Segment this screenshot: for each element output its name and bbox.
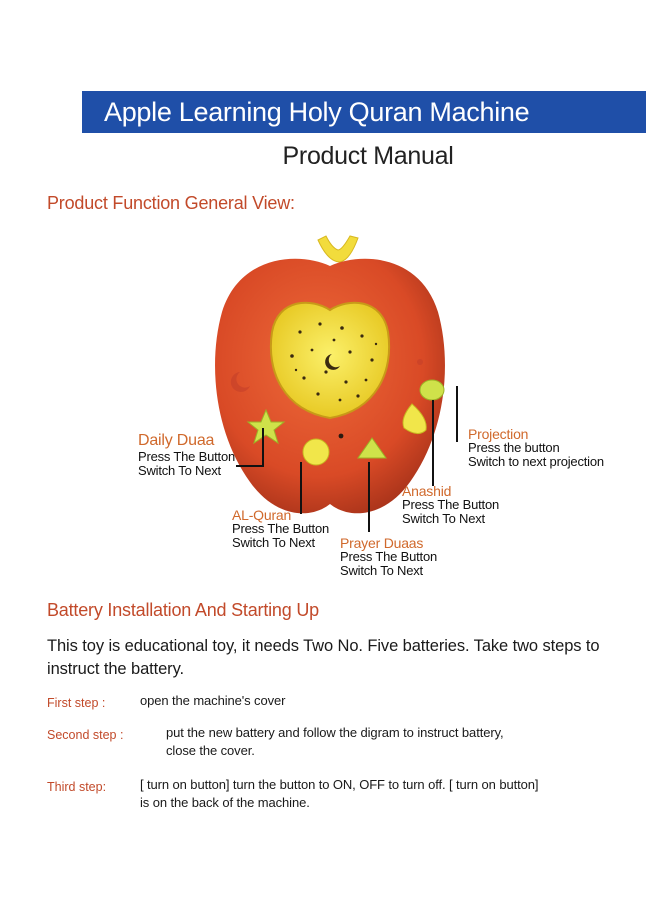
- apple-stem-icon: [317, 235, 359, 263]
- anashid-drop-button: [402, 403, 427, 434]
- leader-line-daily-duaa-h: [236, 465, 264, 467]
- step-line: put the new battery and follow the digra…: [166, 725, 504, 740]
- leader-line-projection: [456, 386, 458, 442]
- callout-line: Press the button: [468, 440, 560, 455]
- callout-line: Press The Button: [138, 449, 236, 464]
- title-banner: Apple Learning Holy Quran Machine: [82, 91, 646, 133]
- callout-line: Press The Button: [232, 521, 330, 536]
- callout-al-quran: AL-Quran Press The Button Switch To Next: [232, 508, 329, 550]
- step-text-third: [ turn on button] turn the button to ON,…: [140, 776, 538, 812]
- callout-title: Anashid: [402, 483, 452, 499]
- callout-line: Switch To Next: [340, 563, 423, 578]
- callout-title: Projection: [468, 426, 529, 442]
- al-quran-round-button: [302, 438, 330, 466]
- leader-line-al-quran: [300, 462, 302, 514]
- daily-duaa-star-button: [246, 408, 286, 445]
- crescent-moon-icon: [325, 354, 340, 370]
- page-title: Apple Learning Holy Quran Machine: [104, 97, 530, 127]
- step-label-third: Third step:: [47, 780, 107, 794]
- leader-line-anashid: [432, 400, 434, 486]
- callout-title: AL-Quran: [232, 507, 292, 523]
- intro-line: instruct the battery.: [47, 660, 184, 678]
- step-label-second: Second step :: [47, 728, 124, 742]
- section-heading-overview: Product Function General View:: [47, 193, 295, 213]
- callout-line: Switch To Next: [402, 511, 485, 526]
- callout-line: Press The Button: [402, 497, 500, 512]
- callout-title: Prayer Duaas: [340, 535, 424, 551]
- callout-title: Daily Duaa: [138, 432, 215, 449]
- callout-prayer-duaas: Prayer Duaas Press The Button Switch To …: [340, 536, 437, 578]
- page-subtitle: Product Manual: [282, 142, 454, 170]
- step-text-first: open the machine's cover: [140, 692, 285, 710]
- intro-line: This toy is educational toy, it needs Tw…: [47, 637, 600, 655]
- callout-line: Switch to next projection: [468, 454, 604, 469]
- battery-intro-paragraph: This toy is educational toy, it needs Tw…: [47, 635, 647, 681]
- step-text-second: put the new battery and follow the digra…: [166, 724, 504, 760]
- step-line: close the cover.: [166, 743, 255, 758]
- callout-line: Switch To Next: [232, 535, 315, 550]
- apple-toy-illustration: [215, 235, 445, 514]
- callout-line: Switch To Next: [138, 463, 221, 478]
- callout-daily-duaa: Daily Duaa Press The Button Switch To Ne…: [138, 432, 235, 478]
- step-label-first: First step :: [47, 696, 106, 710]
- step-line: open the machine's cover: [140, 693, 286, 708]
- section-heading-battery: Battery Installation And Starting Up: [47, 600, 319, 620]
- leader-line-daily-duaa: [262, 428, 264, 466]
- step-line: [ turn on button] turn the button to ON,…: [140, 777, 539, 792]
- callout-projection: Projection Press the button Switch to ne…: [468, 427, 604, 469]
- callout-anashid: Anashid Press The Button Switch To Next: [402, 484, 499, 526]
- projection-leaf-button: [419, 379, 445, 401]
- star-pattern-icon: [290, 322, 378, 402]
- leader-line-prayer: [368, 462, 370, 532]
- callout-line: Press The Button: [340, 549, 438, 564]
- step-line: is on the back of the machine.: [140, 795, 310, 810]
- prayer-duaas-triangle-button: [357, 437, 387, 459]
